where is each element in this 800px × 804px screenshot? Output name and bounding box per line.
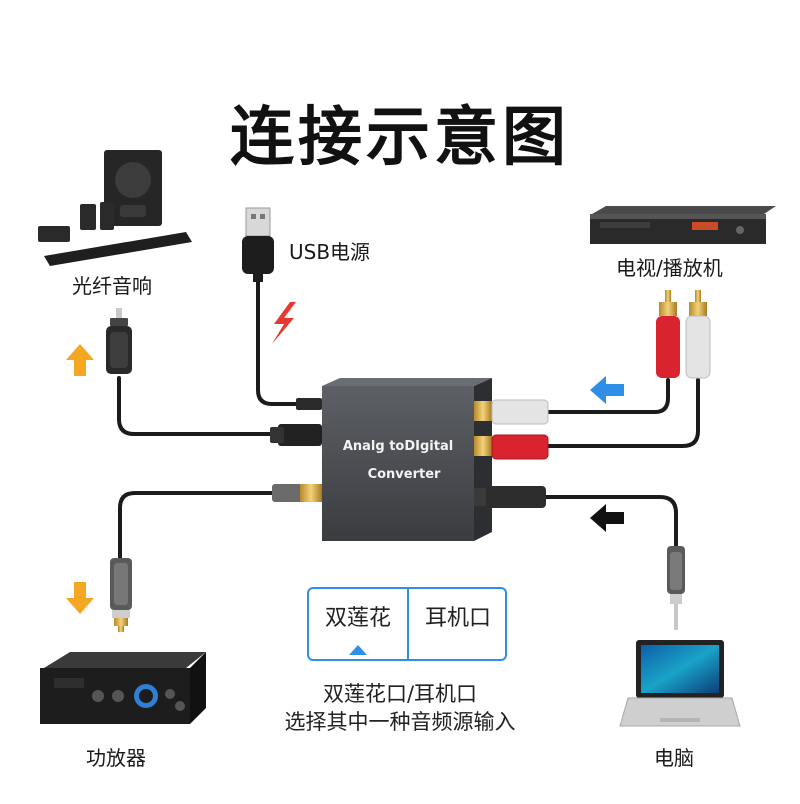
cables bbox=[117, 274, 700, 562]
rca-white-cable bbox=[546, 378, 670, 414]
note-line1: 双莲花口/耳机口 bbox=[322, 682, 478, 706]
rca-red-cable bbox=[546, 378, 700, 448]
tv-player-label: 电视/播放机 bbox=[616, 256, 723, 280]
usb-plug-icon bbox=[242, 207, 274, 282]
usb-cable bbox=[256, 274, 324, 406]
left-arrow-blue-icon bbox=[590, 376, 624, 404]
converter-box bbox=[270, 378, 549, 541]
amplifier-icon bbox=[40, 652, 206, 724]
power-bolt-icon bbox=[272, 302, 296, 344]
usb-power-label: USB电源 bbox=[289, 240, 371, 264]
converter-label-line1: Analg toDIgital bbox=[343, 439, 453, 454]
down-arrow-icon bbox=[66, 582, 94, 614]
computer-label: 电脑 bbox=[654, 746, 694, 770]
coax-cable bbox=[118, 491, 274, 562]
selector-divider bbox=[407, 589, 409, 659]
amplifier-label: 功放器 bbox=[86, 746, 146, 770]
aux-plug-icon bbox=[667, 546, 685, 630]
optical-speaker-label: 光纤音响 bbox=[72, 274, 152, 298]
left-arrow-black-icon bbox=[590, 504, 624, 532]
converter-label-line2: Converter bbox=[368, 467, 441, 482]
optical-speaker-icon bbox=[38, 150, 192, 266]
selector-caret-icon bbox=[349, 645, 367, 655]
page-title: 连接示意图 bbox=[230, 101, 570, 175]
selector-option-headphone: 耳机口 bbox=[424, 606, 491, 631]
optical-cable bbox=[117, 376, 282, 436]
input-selector: 双莲花 耳机口 bbox=[307, 587, 507, 661]
note-line2: 选择其中一种音频源输入 bbox=[284, 710, 516, 734]
coax-plug-icon bbox=[110, 558, 132, 632]
tv-player-icon bbox=[590, 206, 776, 244]
aux-cable bbox=[543, 495, 678, 550]
computer-icon bbox=[619, 640, 741, 727]
up-arrow-icon bbox=[66, 344, 94, 376]
selector-option-rca: 双莲花 bbox=[324, 606, 391, 631]
optical-plug-icon bbox=[106, 308, 132, 374]
rca-plugs-icon bbox=[656, 290, 711, 379]
